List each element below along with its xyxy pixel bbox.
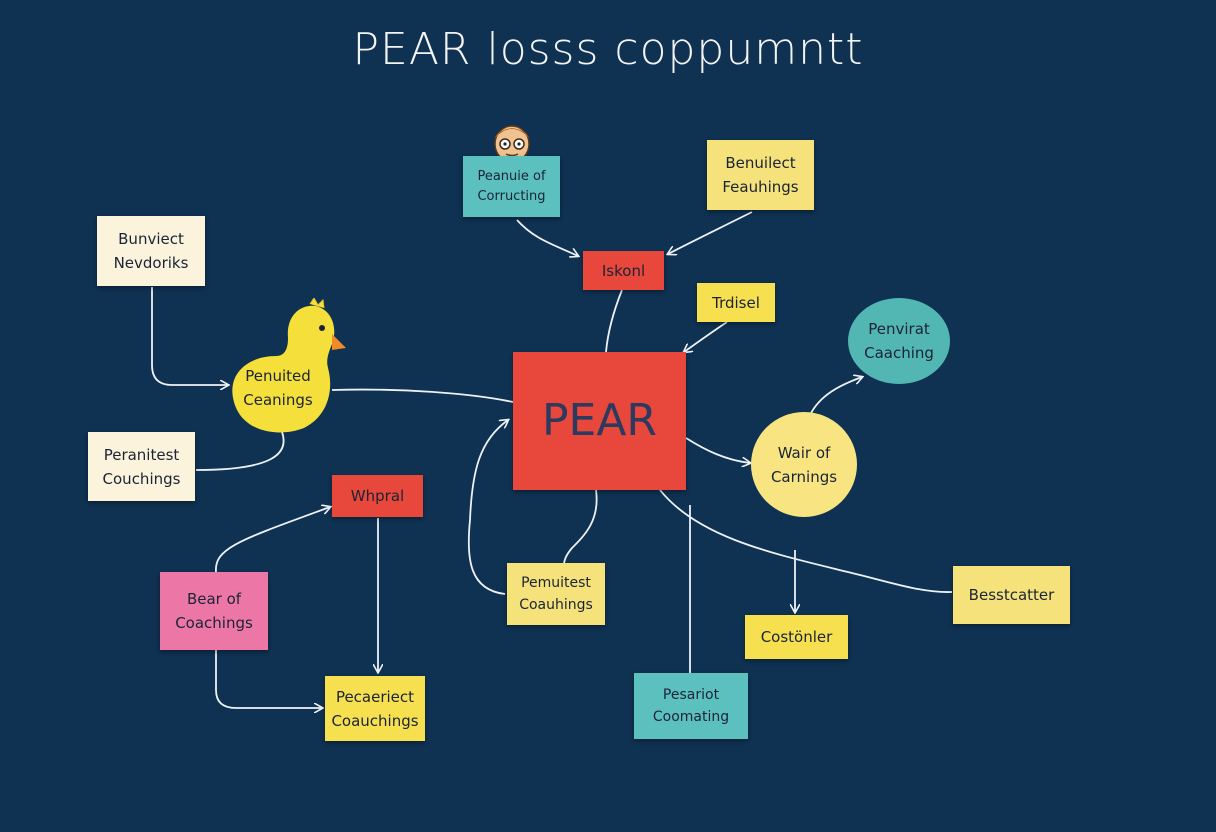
edge-loop-to-pear (467, 420, 508, 595)
edge-wair-to-teal-circle (809, 377, 862, 416)
center-bottom-label: Pemuitest Coauhings (519, 575, 593, 613)
pear-central-node[interactable]: PEAR (513, 352, 686, 490)
edge-iskonl-to-pear (605, 289, 623, 353)
whpral-node[interactable]: Whpral (332, 475, 423, 517)
edge-pear-to-center-bottom (563, 489, 598, 566)
edge-chick-to-pear (331, 388, 514, 403)
wair-node[interactable]: Wair of Carnings (751, 412, 857, 517)
wair-label: Wair of Carnings (770, 443, 838, 486)
iskonl-node[interactable]: Iskonl (583, 251, 664, 290)
edge-bunviect-to-chick (151, 287, 228, 385)
costonler-node[interactable]: Costönler (745, 615, 848, 659)
peranitest-node[interactable]: Peranitest Couchings (88, 432, 195, 501)
edge-feat-to-iskonl (668, 211, 753, 254)
yellow-chick-icon (232, 298, 346, 433)
edge-trdisel-to-pear (684, 321, 728, 352)
bear-label: Bear of Coachings (175, 590, 253, 632)
edge-teal-to-iskonl (516, 219, 578, 256)
bunviect-label: Bunviect Nevdoriks (113, 230, 189, 272)
whpral-label: Whpral (350, 487, 405, 505)
teal-circle-label: Penvirat Caaching (864, 320, 934, 362)
teal-circle-node[interactable]: Penvirat Caaching (848, 298, 950, 384)
chick-label: Penuited Ceanings (243, 367, 313, 409)
edge-pear-to-wair (685, 437, 750, 463)
bottom-teal-label: Pesariot Coomating (652, 687, 730, 725)
edge-bear-to-pecaeriect (215, 650, 322, 708)
feat-top-label: Benuilect Feauhings (722, 154, 799, 196)
teal-top-node[interactable]: Peanuie of Corructing (463, 156, 560, 217)
edge-bear-to-whpral (215, 507, 330, 573)
bear-node[interactable]: Bear of Coachings (160, 572, 268, 650)
diagram-title: PEAR losss coppumntt (352, 24, 864, 75)
edge-chick-to-peranitest (195, 431, 285, 471)
pear-label: PEAR (541, 395, 657, 446)
bunviect-node[interactable]: Bunviect Nevdoriks (97, 216, 205, 286)
trdisel-node[interactable]: Trdisel (697, 283, 775, 322)
teal-top-label: Peanuie of Corructing (477, 168, 546, 204)
peranitest-label: Peranitest Couchings (102, 445, 181, 488)
chick-node-label[interactable]: Penuited Ceanings (236, 360, 320, 416)
pecaeriect-label: Pecaeriect Coauchings (331, 687, 419, 730)
pecaeriect-node[interactable]: Pecaeriect Coauchings (325, 676, 425, 741)
iskonl-label: Iskonl (601, 261, 646, 280)
center-bottom-node[interactable]: Pemuitest Coauhings (507, 563, 605, 625)
bestcatter-label: Besstcatter (968, 586, 1055, 604)
edge-pear-to-bestcatter (659, 489, 953, 593)
trdisel-label: Trdisel (712, 293, 760, 312)
feat-top-node[interactable]: Benuilect Feauhings (707, 140, 814, 210)
bottom-teal-node[interactable]: Pesariot Coomating (634, 673, 748, 739)
costonler-label: Costönler (760, 628, 833, 646)
bestcatter-node[interactable]: Besstcatter (953, 566, 1070, 624)
